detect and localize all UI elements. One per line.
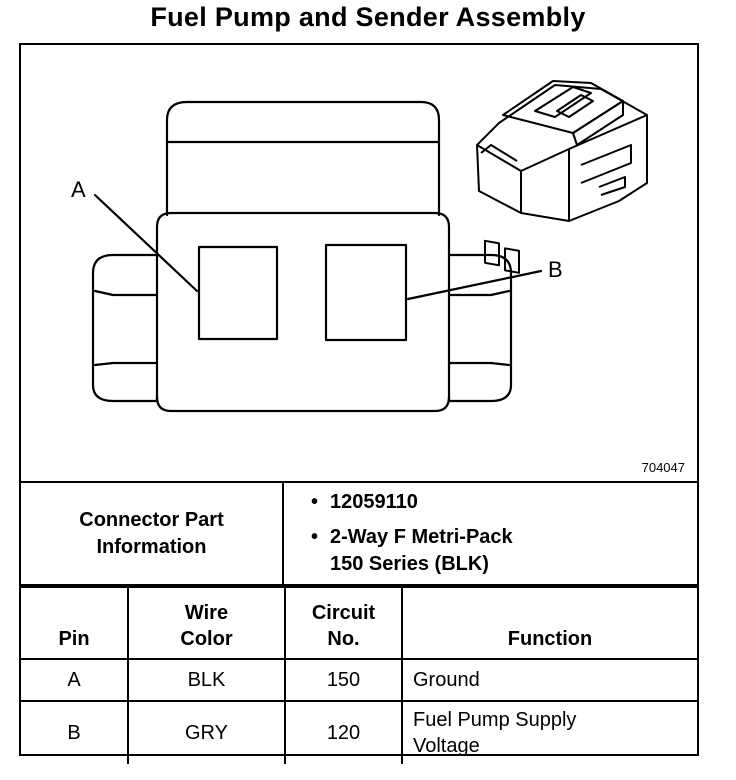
cavity-b bbox=[324, 243, 408, 342]
connector-drawing: A B bbox=[71, 80, 648, 413]
connector-type-line: 2-Way F Metri-Pack bbox=[330, 526, 513, 548]
leader-line-b bbox=[406, 269, 543, 301]
header-text: No. bbox=[327, 628, 360, 650]
cell-function: Fuel Pump Supply Voltage bbox=[401, 700, 697, 764]
cell-function: Ground bbox=[401, 658, 697, 702]
figure-id: 704047 bbox=[641, 460, 685, 475]
column-header-circuit-no: Circuit No. bbox=[284, 586, 403, 660]
header-text: Circuit bbox=[311, 602, 376, 624]
cell-pin: A bbox=[21, 658, 129, 702]
header-text: Function bbox=[507, 628, 593, 650]
table-row: B GRY 120 Fuel Pump Supply Voltage bbox=[21, 700, 697, 764]
list-item: • 12059110 bbox=[285, 489, 513, 516]
bullet-icon: • bbox=[311, 526, 319, 548]
connector-info-label-line: Connector Part bbox=[79, 508, 224, 531]
bullet-icon: • bbox=[311, 491, 319, 513]
cavity-a bbox=[197, 245, 279, 341]
connector-sheet: A B 704047 Connector bbox=[19, 43, 699, 764]
cell-wire-color: BLK bbox=[127, 658, 286, 702]
pin-label-b: B bbox=[548, 257, 563, 282]
connector-info-label-line: Information bbox=[96, 535, 207, 558]
connector-part-information: Connector Part Information • 12059110 • … bbox=[21, 483, 697, 586]
connector-thumbnail bbox=[476, 80, 648, 274]
pin-table: Pin Wire Color Circuit No. Function A BL… bbox=[21, 586, 697, 764]
column-header-wire-color: Wire Color bbox=[127, 586, 286, 660]
cell-wire-color: GRY bbox=[127, 700, 286, 764]
connector-info-list: • 12059110 • 2-Way F Metri-Pack 150 Seri… bbox=[285, 489, 513, 586]
part-number: 12059110 bbox=[330, 491, 418, 513]
list-item: • 2-Way F Metri-Pack 150 Series (BLK) bbox=[285, 524, 513, 578]
header-text: Color bbox=[180, 628, 233, 650]
header-text: Pin bbox=[58, 628, 90, 650]
cell-circuit: 150 bbox=[284, 658, 403, 702]
leader-line-a bbox=[93, 193, 199, 293]
cell-pin: B bbox=[21, 700, 129, 764]
pin-label-a: A bbox=[71, 177, 86, 202]
table-header-row: Pin Wire Color Circuit No. Function bbox=[21, 586, 697, 660]
connector-type-line: 150 Series (BLK) bbox=[330, 553, 489, 575]
column-header-function: Function bbox=[401, 586, 697, 660]
column-header-pin: Pin bbox=[21, 586, 129, 660]
function-text: Fuel Pump Supply bbox=[413, 709, 577, 731]
header-text: Wire bbox=[184, 602, 229, 624]
function-text: Voltage bbox=[413, 735, 480, 757]
table-row: A BLK 150 Ground bbox=[21, 658, 697, 702]
function-text: Ground bbox=[413, 669, 480, 691]
connector-top-tab bbox=[165, 100, 441, 217]
cell-circuit: 120 bbox=[284, 700, 403, 764]
page-title: Fuel Pump and Sender Assembly bbox=[150, 2, 586, 32]
connector-diagram: A B 704047 bbox=[21, 45, 697, 483]
connector-info-label: Connector Part Information bbox=[21, 483, 284, 584]
connector-body bbox=[91, 211, 513, 413]
